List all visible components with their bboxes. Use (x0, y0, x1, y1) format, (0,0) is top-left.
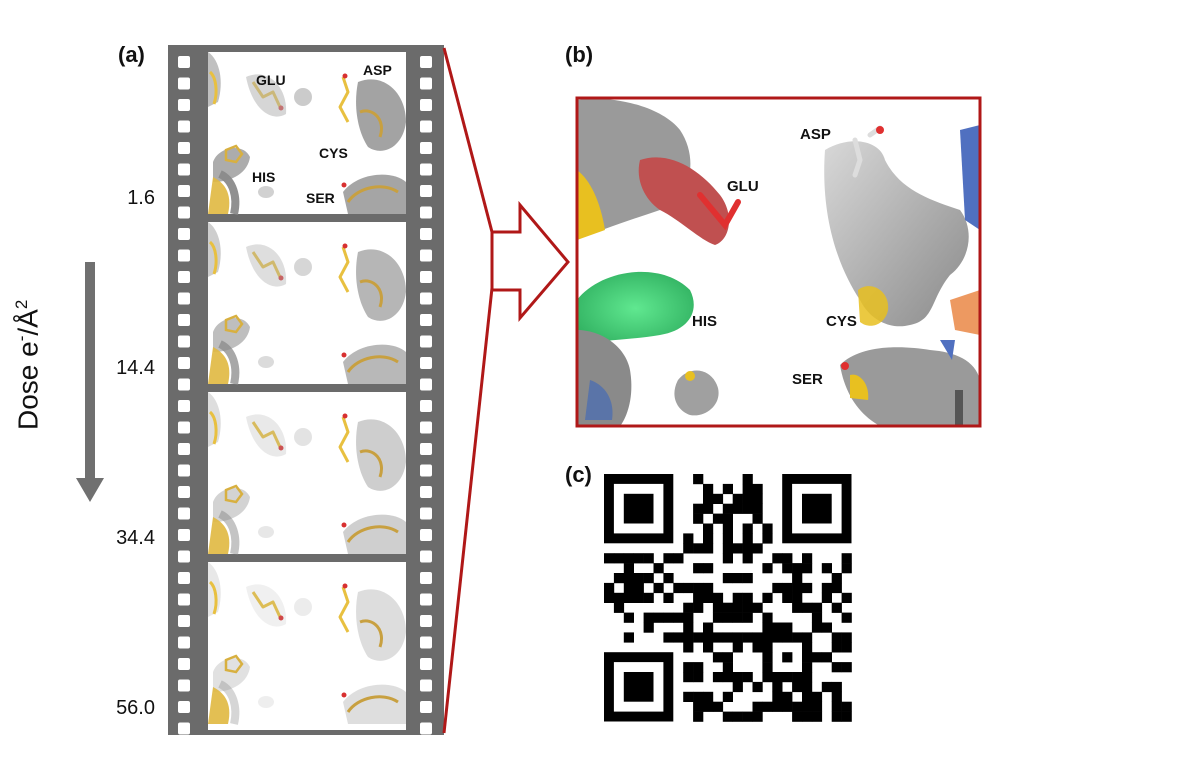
panel-label-c: (c) (565, 462, 592, 487)
residue-label-ser-a: SER (306, 190, 335, 206)
residue-label-asp-b: ASP (800, 126, 831, 143)
dose-arrow (76, 262, 104, 502)
panel-b-zoom-view (575, 96, 982, 428)
dose-tick-3: 34.4 (116, 527, 155, 549)
residue-label-cys-b: CYS (826, 313, 857, 330)
panel-label-a: (a) (118, 42, 145, 67)
dose-tick-1: 1.6 (127, 187, 155, 209)
residue-label-ser-b: SER (792, 371, 823, 388)
dose-tick-4: 56.0 (116, 697, 155, 719)
residue-label-cys-a: CYS (319, 145, 348, 161)
panel-label-b: (b) (565, 42, 594, 67)
residue-label-glu-b: GLU (727, 178, 759, 195)
residue-label-his-a: HIS (252, 169, 276, 185)
zoom-connector (442, 47, 570, 734)
film-frame-4 (208, 562, 406, 730)
residue-label-asp-a: ASP (363, 62, 392, 78)
residue-label-his-b: HIS (692, 313, 718, 330)
film-sprocket-holes-right (420, 56, 432, 735)
residue-label-glu-a: GLU (256, 72, 286, 88)
film-frame-contents (208, 52, 406, 725)
dose-tick-2: 14.4 (116, 357, 155, 379)
film-sprocket-holes-left (178, 56, 190, 735)
qr-code (604, 474, 852, 722)
